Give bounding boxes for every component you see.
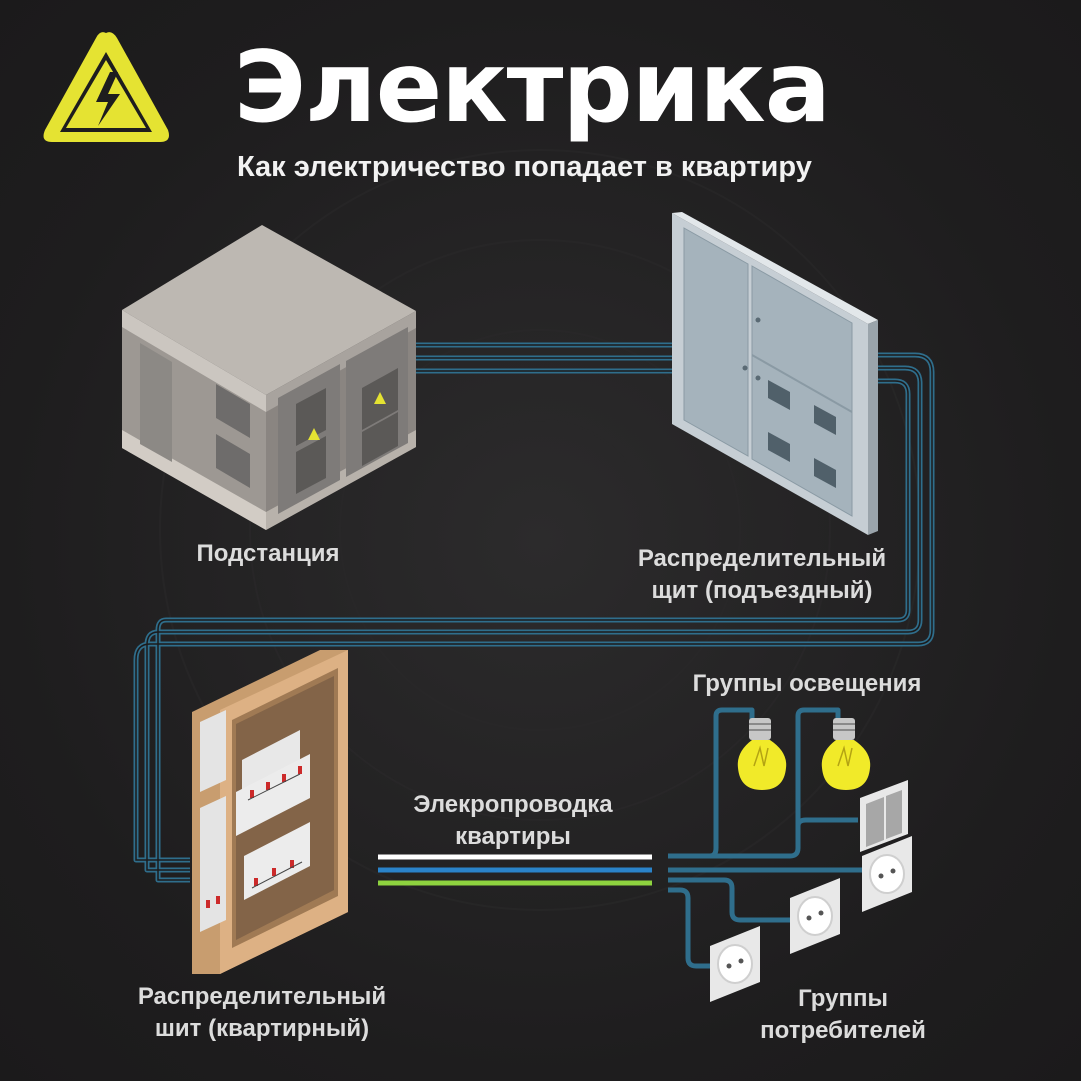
- consumer-groups-label: Группы потребителей: [760, 985, 926, 1044]
- page-subtitle: Как электричество попадает в квартиру: [237, 151, 812, 183]
- consumer-cables: [668, 707, 864, 969]
- light-bulb-icon: [821, 718, 871, 790]
- apartment-panel-label: Распределительный шит (квартирный): [137, 983, 387, 1042]
- light-switch-icon: [860, 780, 908, 852]
- entrance-panel: [672, 212, 878, 535]
- lighting-groups-label: Группы освещения: [692, 670, 922, 697]
- substation-warning-icon: [374, 392, 386, 404]
- power-socket-icon: [790, 878, 840, 954]
- entrance-panel-label: Распределительный щит (подъездный): [637, 545, 887, 604]
- power-socket-icon: [710, 926, 760, 1002]
- substation-label: Подстанция: [196, 540, 340, 567]
- apartment-panel: [192, 650, 348, 974]
- substation-warning-icon: [308, 428, 320, 440]
- page-title: Электрика: [234, 31, 831, 145]
- supply-cable-core: [135, 344, 933, 881]
- substation-door: [140, 343, 172, 462]
- apartment-wiring: [378, 854, 652, 886]
- apartment-wiring-label: Элекропроводка квартиры: [413, 791, 613, 850]
- substation: [122, 225, 416, 530]
- light-bulb-icon: [737, 718, 787, 790]
- power-socket-icon: [862, 836, 912, 912]
- high-voltage-warning-icon: [43, 32, 169, 142]
